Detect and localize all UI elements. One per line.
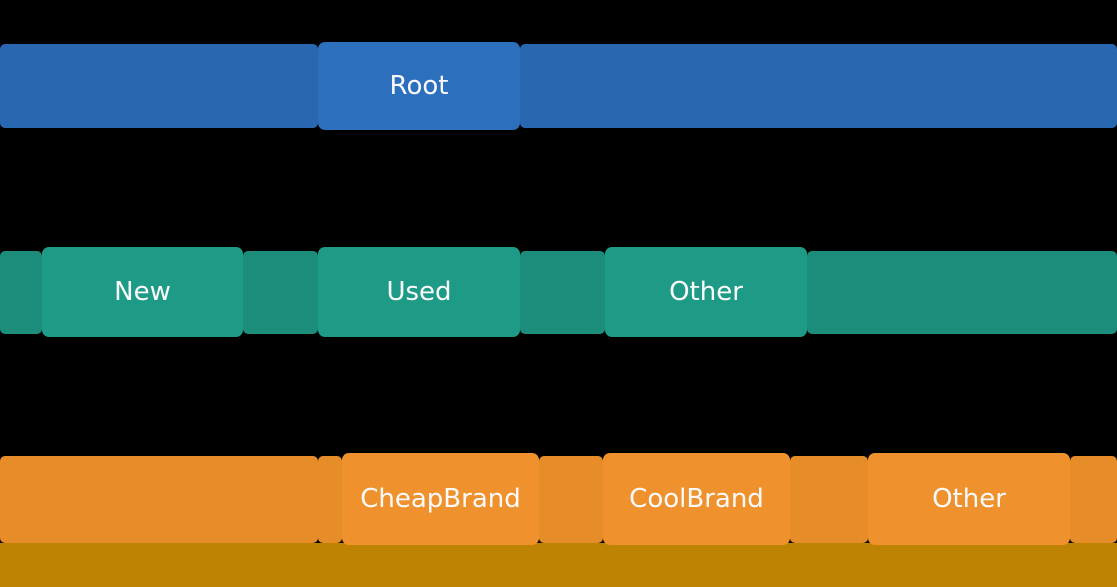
segment-label: Used	[386, 277, 452, 307]
segment-unlabeled-level1[interactable]	[520, 44, 1117, 128]
segment-label: Other	[932, 484, 1006, 514]
segment-unlabeled-level3[interactable]	[539, 456, 603, 543]
segment-other-level2[interactable]: Other	[605, 247, 807, 337]
segment-root-level1[interactable]: Root	[318, 42, 520, 130]
segment-cheapbrand-level3[interactable]: CheapBrand	[342, 453, 539, 545]
segment-label: Root	[389, 71, 449, 101]
segment-unlabeled-level2[interactable]	[807, 251, 1117, 334]
segment-unlabeled-level3[interactable]	[790, 456, 868, 543]
base-strip-segment[interactable]	[0, 543, 1117, 587]
segment-coolbrand-level3[interactable]: CoolBrand	[603, 453, 790, 545]
segment-label: CheapBrand	[360, 484, 521, 514]
segment-label: CoolBrand	[629, 484, 764, 514]
segment-unlabeled-level2[interactable]	[520, 251, 605, 334]
segment-other-level3[interactable]: Other	[868, 453, 1070, 545]
segment-unlabeled-level2[interactable]	[243, 251, 318, 334]
segment-unlabeled-level1[interactable]	[0, 44, 318, 128]
segment-unlabeled-level3[interactable]	[318, 456, 342, 543]
segment-unlabeled-level3[interactable]	[1070, 456, 1117, 543]
segment-unlabeled-level3[interactable]	[0, 456, 318, 543]
segment-used-level2[interactable]: Used	[318, 247, 520, 337]
segment-label: Other	[669, 277, 743, 307]
segment-unlabeled-level2[interactable]	[0, 251, 42, 334]
segment-label: New	[114, 277, 171, 307]
segment-new-level2[interactable]: New	[42, 247, 243, 337]
